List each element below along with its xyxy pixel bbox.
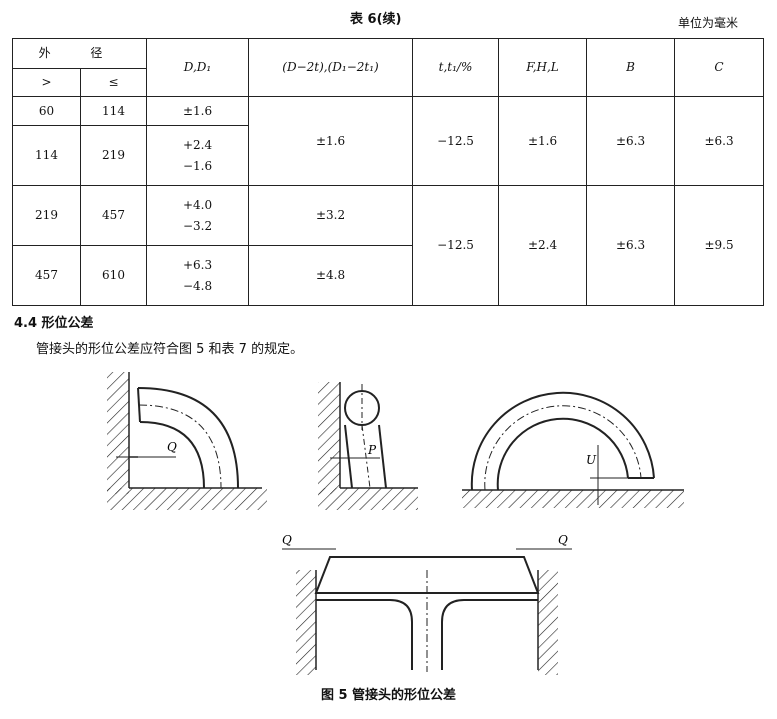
elbow-90-diagram: Q	[107, 372, 267, 510]
tolerance-table: 外 径 D,D₁ (D−2t),(D₁−2t₁) t,t₁/% F,H,L B …	[11, 38, 765, 306]
table-cell: ±1.6	[146, 96, 250, 126]
header-gt: >	[12, 68, 81, 97]
q-label-right: Q	[558, 533, 568, 547]
tee-diagram: Q Q	[282, 533, 572, 675]
cell-line: −3.2	[182, 218, 213, 233]
table-cell: 219	[12, 185, 81, 246]
table-cell: ±6.3	[586, 96, 676, 186]
table-cell: 60	[12, 96, 81, 126]
table-cell: 457	[12, 245, 81, 306]
header-t: t,t₁/%	[412, 38, 500, 97]
header-d-minus-2t: (D−2t),(D₁−2t₁)	[248, 38, 414, 97]
figure-caption: 图 5 管接头的形位公差	[320, 688, 457, 703]
cell-line: −1.6	[182, 158, 213, 173]
q-label: Q	[167, 440, 177, 454]
table-cell: ±6.3	[674, 96, 765, 186]
table-cell: ±9.5	[674, 185, 765, 306]
elbow-side-diagram: P	[318, 382, 418, 510]
table-cell: −12.5	[412, 185, 500, 306]
table-cell: ±3.2	[248, 185, 414, 246]
u-label: U	[586, 453, 597, 467]
table-cell: ±2.4	[498, 185, 588, 306]
fitting-tolerance-figure: Q P U Q Q	[107, 372, 684, 675]
header-fhl: F,H,L	[498, 38, 588, 97]
table-cell: ±6.3	[586, 185, 676, 306]
cell-line: −4.8	[182, 278, 213, 293]
table-cell: +6.3 −4.8	[146, 245, 250, 306]
table-cell: 219	[79, 125, 148, 186]
header-b: B	[586, 38, 676, 97]
table-cell: ±4.8	[248, 245, 414, 306]
table-cell: +2.4 −1.6	[146, 125, 250, 186]
table-cell: 114	[12, 125, 81, 186]
p-label: P	[367, 443, 377, 457]
cell-line: +2.4	[182, 137, 213, 152]
header-le: ≤	[79, 68, 148, 97]
table-cell: 114	[79, 96, 148, 126]
table-title: 表 6(续)	[350, 12, 402, 27]
table-cell: 610	[79, 245, 148, 306]
cell-line: +6.3	[182, 257, 213, 272]
table-cell: ±1.6	[498, 96, 588, 186]
table-cell: +4.0 −3.2	[146, 185, 250, 246]
body-paragraph: 管接头的形位公差应符合图 5 和表 7 的规定。	[36, 342, 304, 357]
header-outer-diameter: 外 径	[11, 38, 148, 69]
section-heading: 4.4 形位公差	[14, 316, 94, 331]
header-c: C	[674, 38, 765, 97]
q-label-left: Q	[282, 533, 292, 547]
table-cell: ±1.6	[248, 96, 414, 186]
header-d: D,D₁	[146, 38, 250, 97]
cell-line: +4.0	[182, 197, 213, 212]
table-cell: −12.5	[412, 96, 500, 186]
return-180-diagram: U	[462, 391, 684, 508]
unit-note: 单位为毫米	[678, 16, 739, 30]
table-cell: 457	[79, 185, 148, 246]
